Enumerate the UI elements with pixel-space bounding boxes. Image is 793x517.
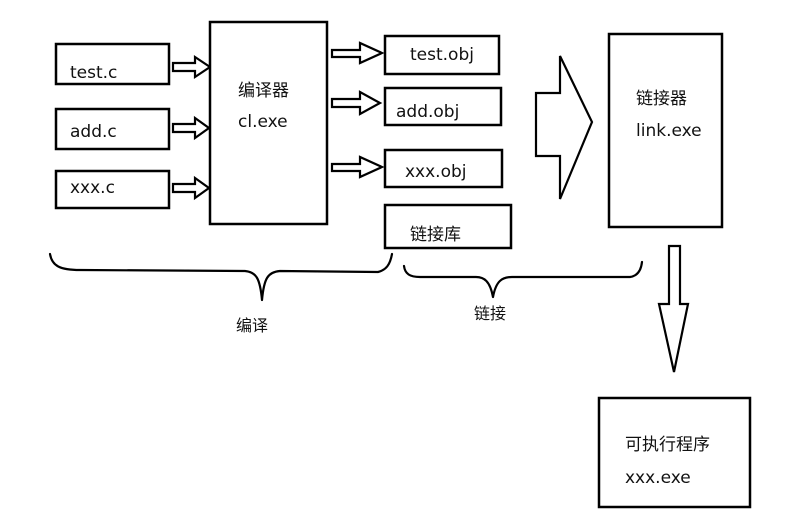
object-file-test-obj: test.obj	[383, 34, 501, 76]
compiler-name: 编译器	[238, 81, 289, 101]
arrow-source-to-compiler	[171, 115, 211, 141]
link-library-box: 链接库	[383, 203, 513, 250]
linker-name: 链接器	[636, 89, 687, 109]
arrow-source-to-compiler	[171, 175, 211, 201]
compile-phase-label: 编译	[236, 316, 268, 335]
source-file-label: xxx.c	[70, 178, 115, 198]
arrow-objects-to-linker	[534, 55, 594, 200]
arrow-compiler-to-object	[330, 155, 385, 179]
compiler-exe: cl.exe	[238, 112, 288, 132]
source-file-add-c: add.c	[54, 107, 171, 151]
compiler-box: 编译器 cl.exe	[208, 20, 329, 226]
source-file-label: add.c	[70, 122, 117, 142]
executable-name: 可执行程序	[625, 435, 710, 455]
link-phase-label: 链接	[474, 304, 506, 323]
arrow-compiler-to-object	[330, 90, 383, 116]
source-file-test-c: test.c	[54, 42, 171, 86]
arrow-linker-to-executable	[657, 244, 690, 373]
object-file-label: add.obj	[396, 102, 459, 122]
link-phase-brace	[402, 260, 644, 299]
object-file-label: xxx.obj	[405, 162, 467, 182]
linker-exe: link.exe	[636, 121, 702, 141]
executable-exe: xxx.exe	[625, 468, 691, 488]
link-library-label: 链接库	[410, 225, 461, 245]
object-file-xxx-obj: xxx.obj	[383, 148, 504, 189]
source-file-label: test.c	[70, 63, 117, 83]
object-file-add-obj: add.obj	[383, 86, 503, 127]
arrow-compiler-to-object	[330, 41, 385, 65]
source-file-xxx-c: xxx.c	[54, 169, 171, 210]
arrow-source-to-compiler	[171, 54, 212, 80]
linker-box: 链接器 link.exe	[607, 32, 724, 229]
compile-phase-brace	[48, 252, 394, 302]
object-file-label: test.obj	[410, 45, 474, 65]
executable-box: 可执行程序 xxx.exe	[597, 396, 752, 509]
